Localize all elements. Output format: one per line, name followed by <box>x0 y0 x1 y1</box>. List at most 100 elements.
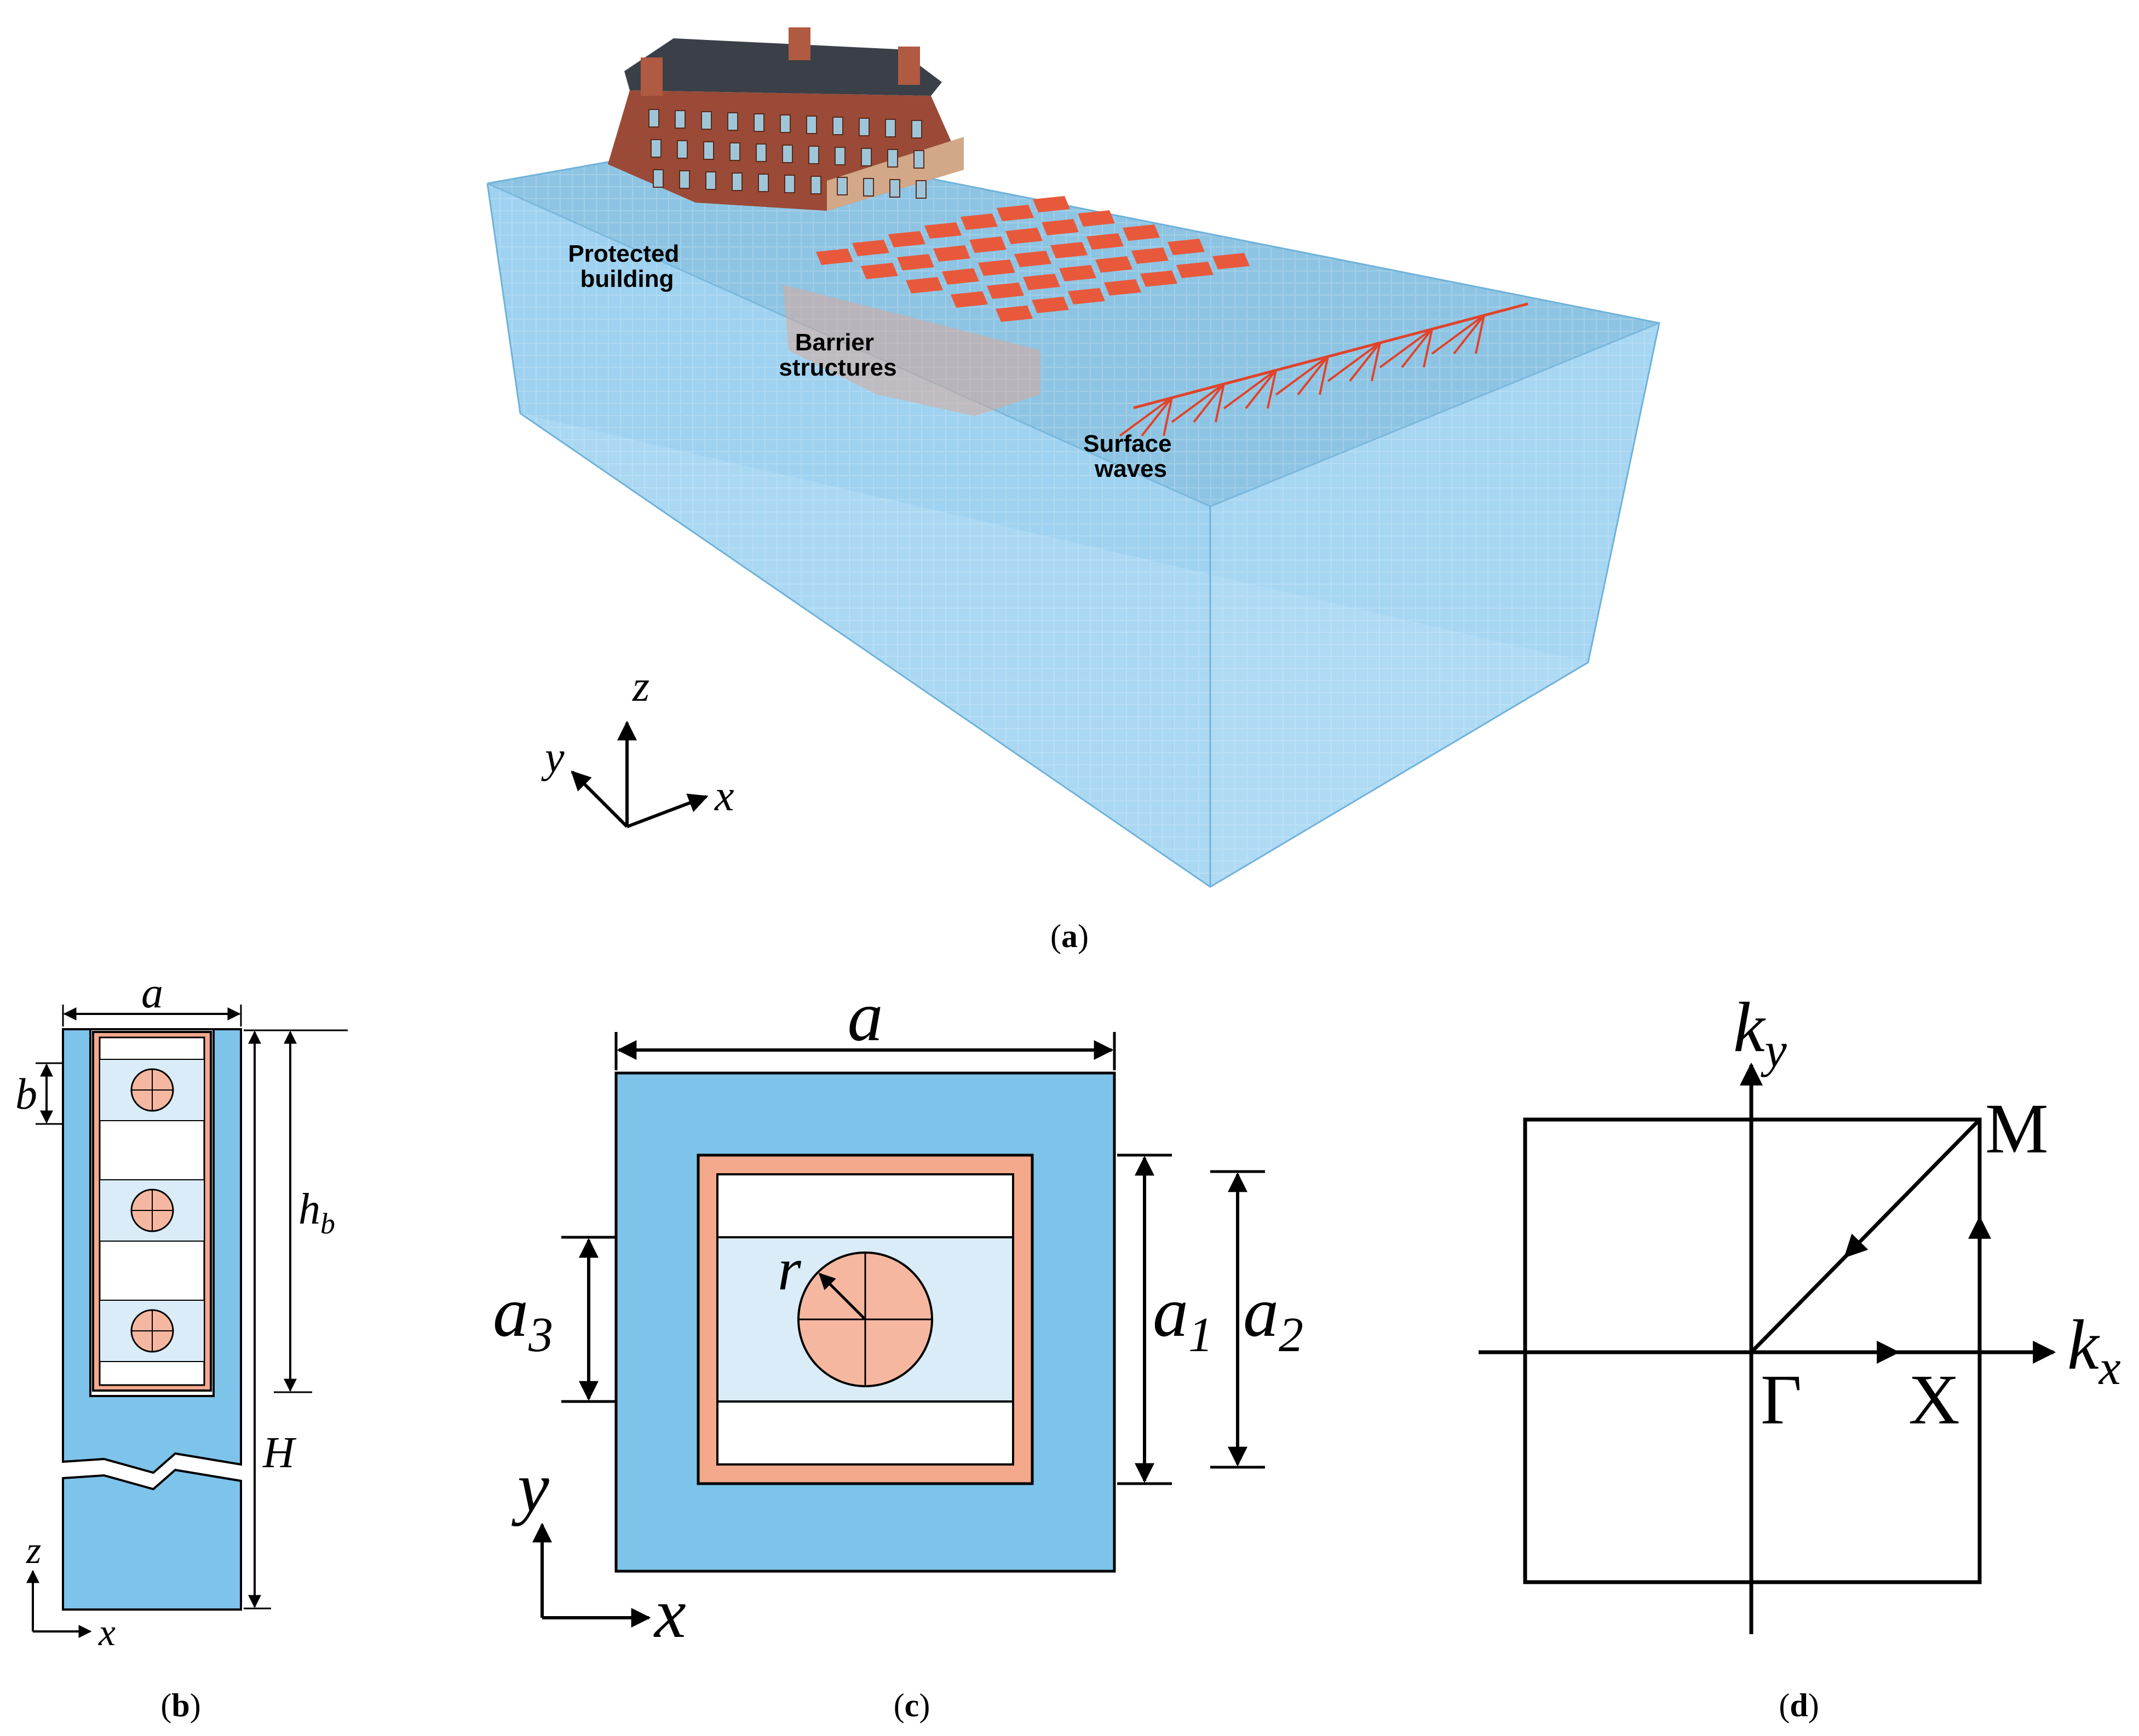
barrier-cell <box>1078 210 1115 227</box>
caption-d: (d) <box>1779 1687 1819 1723</box>
column-lower <box>62 1468 242 1611</box>
wave-ray <box>1319 356 1329 395</box>
path-m-gamma <box>1844 1118 1981 1258</box>
building-window <box>784 175 795 193</box>
wave-ray <box>1267 370 1277 409</box>
wave-ray <box>1297 355 1329 396</box>
panel-b: a b hb H z x (b) <box>15 969 348 1723</box>
unit-cells-b <box>99 1059 205 1362</box>
wave-ray <box>1171 383 1225 423</box>
panel-d: ky kx Γ X M (d) <box>1479 988 2121 1723</box>
barrier-cell <box>996 305 1033 322</box>
wave-ray <box>1245 369 1277 410</box>
axis-c-x-label: x <box>653 1574 686 1653</box>
building-window <box>758 174 769 192</box>
dim-b-label: b <box>15 1070 37 1118</box>
wave-ray <box>1223 369 1277 410</box>
axis-y-label: y <box>541 734 565 782</box>
axis-kx-label: kx <box>2067 1306 2121 1395</box>
wave-front-line <box>1133 302 1528 410</box>
wave-ray <box>1423 328 1433 368</box>
building-window <box>887 149 898 168</box>
wave-ray <box>1349 342 1381 382</box>
axis-b-z-label: z <box>26 1530 41 1572</box>
barrier-cell <box>1005 228 1043 244</box>
wave-ray <box>1327 342 1381 382</box>
barrier-cell <box>888 231 925 247</box>
barrier-cell <box>1050 242 1088 258</box>
barrier-cell <box>861 263 898 279</box>
axis-y-line <box>571 770 629 828</box>
barrier-cell <box>1176 262 1214 278</box>
building-window <box>913 150 924 169</box>
dim-a-label-c: a <box>848 977 883 1056</box>
wave-ray <box>1163 397 1173 436</box>
building-window <box>701 111 712 130</box>
barrier-cell <box>978 259 1015 276</box>
wave-ray <box>1275 355 1329 396</box>
building-window <box>885 119 896 137</box>
building-window <box>677 140 688 159</box>
caption-c: (c) <box>894 1687 930 1723</box>
soil-right-edge <box>1210 322 1660 507</box>
building-window <box>837 177 848 195</box>
building-window <box>911 120 922 139</box>
building-window <box>732 172 743 191</box>
barrier-cell <box>1042 219 1079 235</box>
surface-waves <box>1119 302 1528 437</box>
caption-b: (b) <box>160 1687 200 1723</box>
barrier-cell <box>969 237 1007 253</box>
barrier-cell <box>987 282 1024 299</box>
barrier-cell <box>897 254 934 270</box>
building-window <box>651 139 662 158</box>
building-chimney-right <box>898 47 920 85</box>
protected-building <box>608 27 964 211</box>
point-m-label: M <box>1985 1089 2049 1168</box>
panel-c: r a a3 a1 a2 y x (c) <box>493 977 1303 1723</box>
dim-a-label-b: a <box>141 969 163 1017</box>
barrier-cell <box>1033 196 1070 212</box>
wave-ray <box>1193 383 1225 423</box>
axis-z-label: z <box>632 662 649 711</box>
barrier-cell <box>906 277 943 293</box>
building-window <box>675 110 686 129</box>
wave-ray <box>1371 342 1381 382</box>
axis-b-x-label: x <box>98 1612 116 1654</box>
building-window <box>780 114 791 133</box>
label-surface-waves: Surface waves <box>1083 430 1178 482</box>
barrier-cell <box>1140 270 1177 287</box>
building-window <box>861 148 872 166</box>
wave-ray <box>1453 314 1485 355</box>
axis-x-line <box>626 793 709 828</box>
barrier-grid <box>816 196 1250 322</box>
barrier-cell <box>816 249 853 265</box>
wave-ray <box>1401 328 1433 368</box>
barrier-cell <box>961 214 998 230</box>
barrier-cell <box>1059 265 1096 281</box>
barrier-cell <box>951 291 988 308</box>
radius-arrow <box>818 1272 866 1320</box>
barrier-cell <box>1168 239 1205 255</box>
building-window <box>754 113 764 132</box>
building-window <box>703 141 714 160</box>
dim-r-label: r <box>778 1236 802 1302</box>
barrier-cell <box>1014 251 1051 267</box>
building-chimney-mid <box>789 27 810 60</box>
barrier-cell <box>1212 253 1250 269</box>
building-window <box>653 169 664 188</box>
path-m-gamma-tail <box>1750 1249 1853 1354</box>
barrier-cell <box>997 205 1034 221</box>
dim-a3-label: a3 <box>493 1273 553 1362</box>
axes-3d: z x y <box>541 662 734 828</box>
barrier-cell <box>1023 274 1060 290</box>
dim-hb-label: hb <box>298 1185 335 1240</box>
building-window <box>810 176 821 194</box>
barrier-cell <box>852 240 889 256</box>
building-window <box>727 112 738 131</box>
dim-H-label: H <box>262 1429 297 1477</box>
axis-ky-label: ky <box>1733 988 1787 1077</box>
building-window <box>863 178 874 197</box>
point-gamma-label: Γ <box>1761 1360 1802 1439</box>
label-barrier-structures: Barrier structures <box>779 329 896 381</box>
